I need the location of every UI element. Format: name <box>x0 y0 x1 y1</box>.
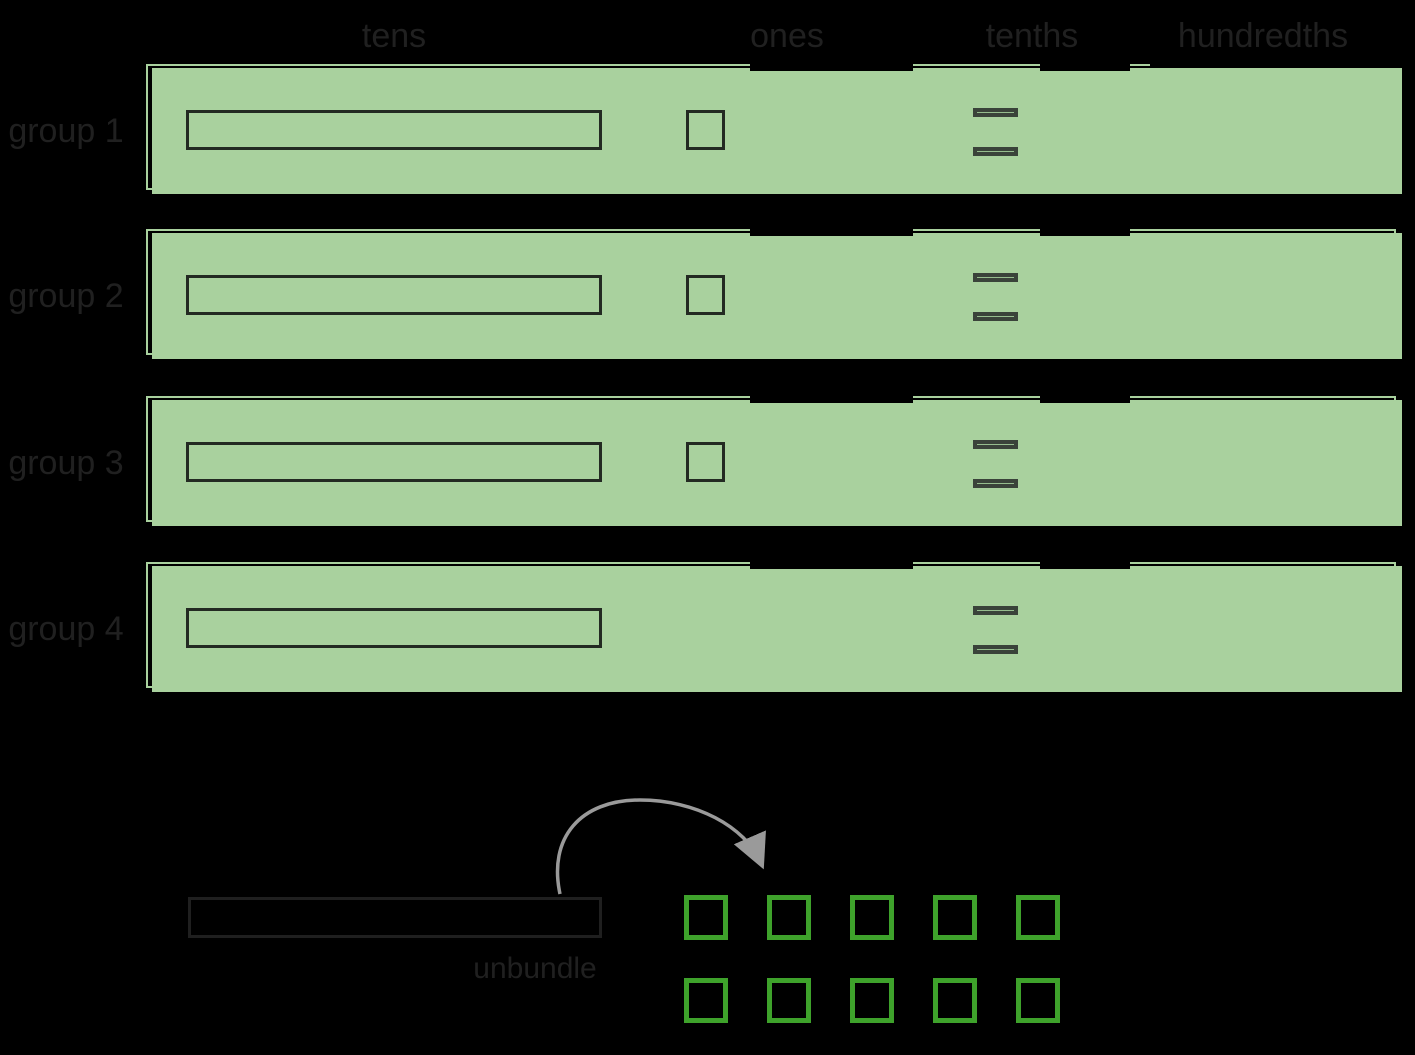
tenths-blocks <box>973 273 1018 351</box>
ones-square <box>686 110 725 150</box>
tenth-bar <box>973 645 1018 654</box>
unbundled-one-square <box>933 978 977 1023</box>
unbundled-one-square <box>850 978 894 1023</box>
ones-blocks <box>686 442 725 482</box>
band-fill <box>152 233 1402 359</box>
tens-rod <box>186 110 602 150</box>
band-fill <box>152 68 1402 194</box>
column-header-tenths: tenths <box>985 17 1079 55</box>
outline-gap-patch <box>750 228 913 236</box>
group-1-band <box>146 63 1402 194</box>
tens-rod <box>186 608 602 648</box>
outline-gap-patch <box>1040 228 1130 236</box>
unbundled-one-square <box>850 895 894 940</box>
group-4-label: group 4 <box>8 610 124 648</box>
group-3-label: group 3 <box>8 444 124 482</box>
tenth-bar <box>973 440 1018 449</box>
ones-square <box>686 442 725 482</box>
band-fill <box>152 566 1402 692</box>
group-3-band <box>146 395 1402 526</box>
tenth-bar <box>973 606 1018 615</box>
tens-blocks <box>186 442 602 482</box>
unbundled-one-square <box>684 895 728 940</box>
unbundled-one-square <box>684 978 728 1023</box>
unbundled-one-square <box>1016 895 1060 940</box>
outline-gap-patch <box>750 561 913 569</box>
unbundled-one-square <box>767 895 811 940</box>
ones-blocks <box>686 275 725 315</box>
unbundle-label: unbundle <box>473 952 597 985</box>
unbundle-arrow <box>555 798 766 895</box>
group-2-band <box>146 228 1402 359</box>
tens-blocks <box>186 275 602 315</box>
ones-square <box>686 275 725 315</box>
outline-gap-patch <box>1040 63 1130 71</box>
tenths-blocks <box>973 606 1018 684</box>
group-4-band <box>146 561 1402 692</box>
group-2-label: group 2 <box>8 277 124 315</box>
tenth-bar <box>973 147 1018 156</box>
outline-gap-patch <box>1040 395 1130 403</box>
tenth-bar <box>973 312 1018 321</box>
column-header-ones: ones <box>750 17 824 55</box>
tenths-blocks <box>973 440 1018 518</box>
unbundled-one-square <box>767 978 811 1023</box>
tens-rod <box>186 442 602 482</box>
tens-blocks <box>186 608 602 648</box>
band-fill <box>152 400 1402 526</box>
outline-gap-patch <box>1150 63 1396 68</box>
unbundle-tens-rod <box>188 897 602 938</box>
unbundle-arrow-path <box>555 798 766 895</box>
tenth-bar <box>973 273 1018 282</box>
outline-gap-patch <box>750 63 913 71</box>
tens-rod <box>186 275 602 315</box>
outline-gap-patch <box>750 395 913 403</box>
unbundled-one-square <box>1016 978 1060 1023</box>
unbundled-one-square <box>933 895 977 940</box>
column-header-tens: tens <box>361 17 427 55</box>
ones-blocks <box>686 110 725 150</box>
unbundled-ones-grid <box>684 895 1060 1023</box>
tenth-bar <box>973 108 1018 117</box>
column-header-hundredths: hundredths <box>1177 17 1349 55</box>
group-1-label: group 1 <box>8 112 124 150</box>
tenth-bar <box>973 479 1018 488</box>
tens-blocks <box>186 110 602 150</box>
outline-gap-patch <box>1040 561 1130 569</box>
tenths-blocks <box>973 108 1018 186</box>
